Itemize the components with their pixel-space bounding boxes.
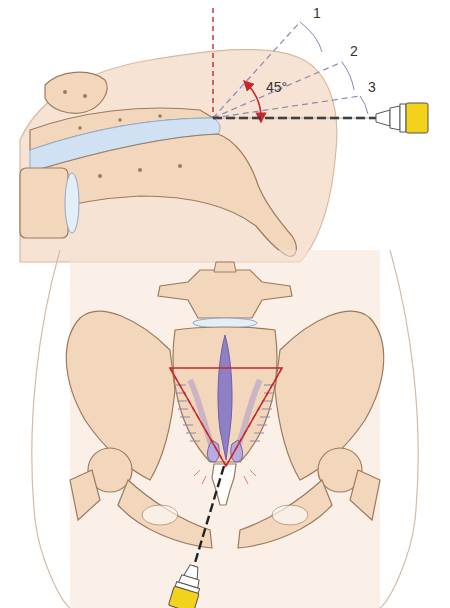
pelvis-view — [32, 250, 418, 608]
callout-number: 3 — [368, 80, 376, 94]
callout-number: 2 — [350, 44, 358, 58]
angle-label: 45° — [266, 80, 287, 94]
callout-number: 1 — [313, 6, 321, 20]
sagittal-view — [20, 8, 428, 262]
